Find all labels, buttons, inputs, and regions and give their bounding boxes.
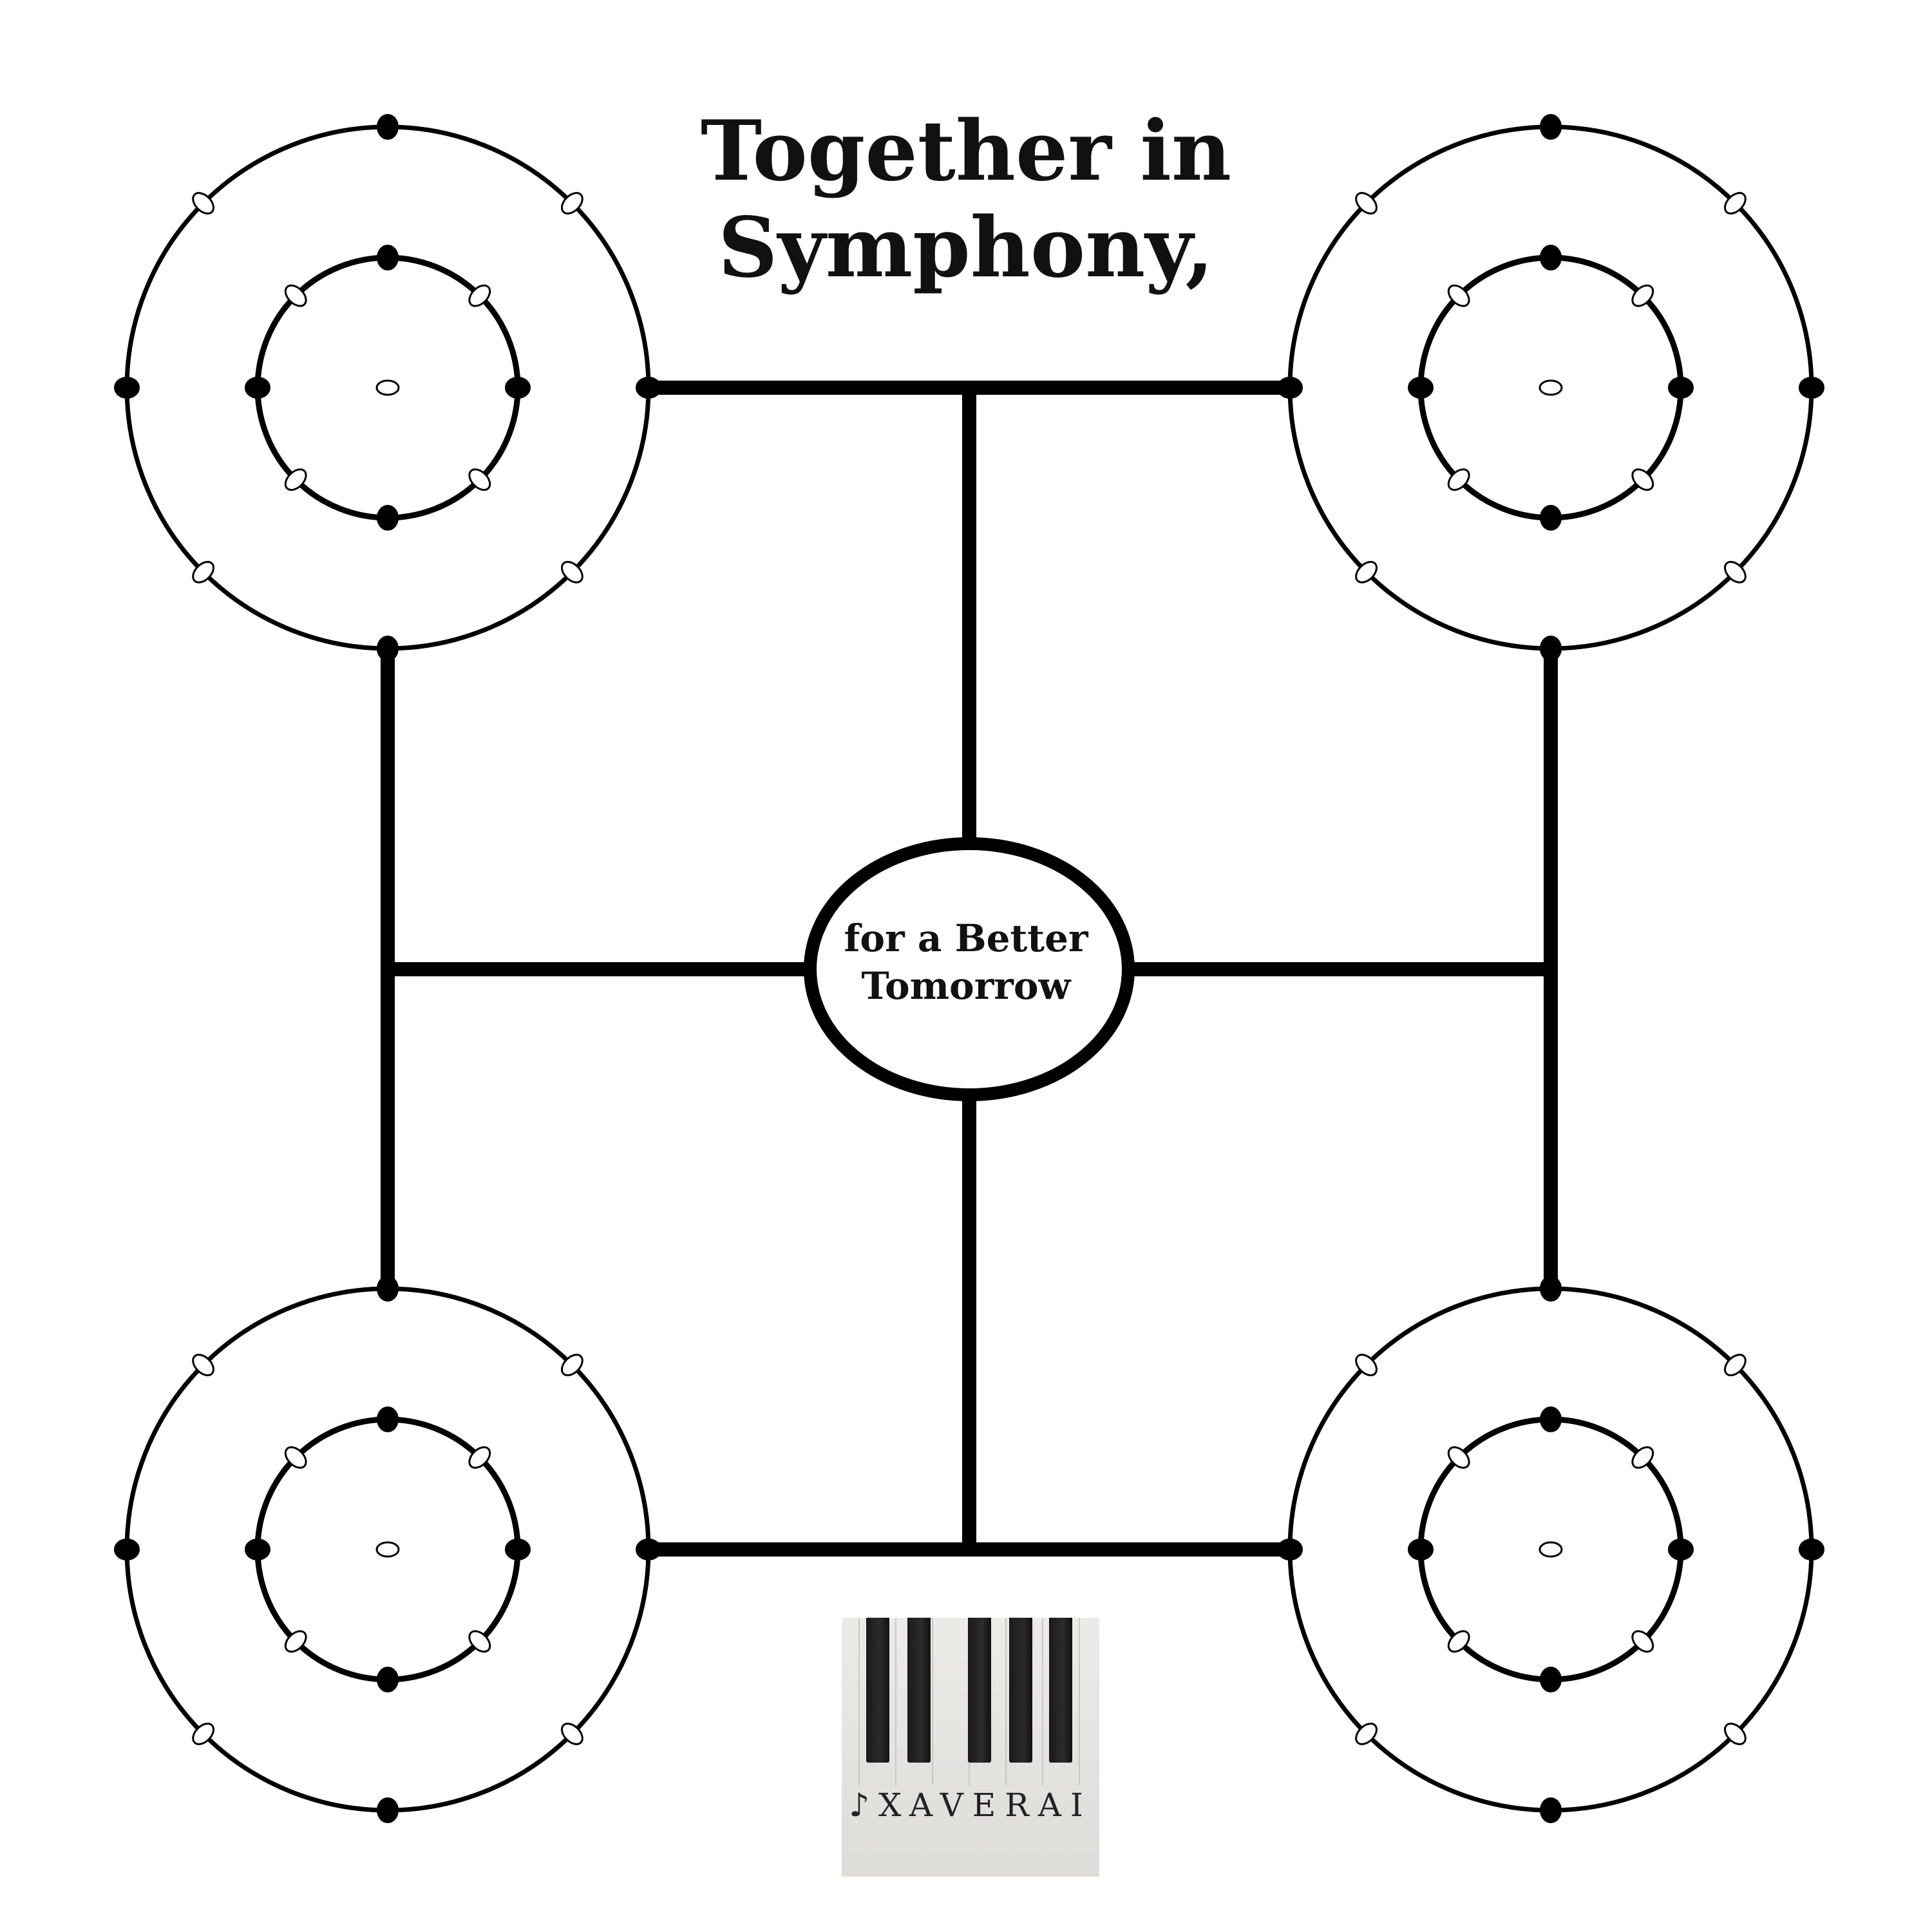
outer-ring-open-dot xyxy=(1724,1723,1747,1745)
ring-center-dot xyxy=(1539,1541,1563,1558)
inner-ring-filled-dot xyxy=(377,245,399,270)
inner-ring-filled-dot xyxy=(245,1539,270,1560)
inner-ring-open-dot xyxy=(468,1446,491,1469)
outer-ring-filled-dot xyxy=(636,1539,661,1560)
outer-ring-filled-dot xyxy=(1540,1276,1562,1302)
outer-ring-open-dot xyxy=(1355,1354,1378,1376)
piano-black-key xyxy=(1009,1618,1032,1763)
inner-ring-open-dot xyxy=(468,284,491,307)
outer-ring-open-dot xyxy=(1724,1354,1747,1376)
outer-ring-open-dot xyxy=(1724,561,1747,583)
inner-ring-filled-dot xyxy=(505,377,531,399)
piano-white-key xyxy=(989,1618,1007,1785)
inner-ring-open-dot xyxy=(1447,1630,1470,1653)
inner-ring-open-dot xyxy=(284,1446,307,1469)
outer-ring-filled-dot xyxy=(377,1276,399,1302)
inner-ring-open-dot xyxy=(468,1630,491,1653)
inner-ring-open-dot xyxy=(1631,284,1654,307)
piano-white-key xyxy=(1025,1618,1043,1785)
outer-ring-filled-dot xyxy=(1799,1539,1824,1560)
outer-ring-open-dot xyxy=(1724,192,1747,214)
ring-nodes xyxy=(114,114,1824,1823)
outer-ring-filled-dot xyxy=(114,377,140,399)
piano-white-key xyxy=(952,1618,970,1785)
piano-black-key xyxy=(907,1618,931,1763)
outer-ring-open-dot xyxy=(1355,192,1378,214)
inner-ring-open-dot xyxy=(1447,1446,1470,1469)
ring-center-dot xyxy=(375,379,400,396)
inner-ring-open-dot xyxy=(1631,1630,1654,1653)
inner-ring-open-dot xyxy=(1631,1446,1654,1469)
inner-ring-open-dot xyxy=(468,468,491,491)
inner-ring-open-dot xyxy=(1447,284,1470,307)
inner-ring-filled-dot xyxy=(1540,505,1562,531)
inner-ring-filled-dot xyxy=(1408,377,1434,399)
outer-ring-filled-dot xyxy=(1540,1797,1562,1823)
inner-ring-filled-dot xyxy=(1540,1667,1562,1692)
xaverai-logo: ♪XAVERAI xyxy=(842,1618,1099,1877)
outer-ring-filled-dot xyxy=(1799,377,1824,399)
outer-ring-open-dot xyxy=(1355,561,1378,583)
inner-ring-open-dot xyxy=(1447,468,1470,491)
center-label-line-1: for a Better xyxy=(844,916,1088,960)
outer-ring-open-dot xyxy=(192,1723,214,1745)
inner-ring-filled-dot xyxy=(505,1539,531,1560)
outer-ring-filled-dot xyxy=(114,1539,140,1560)
inner-ring-open-dot xyxy=(284,284,307,307)
outer-ring-open-dot xyxy=(561,1723,583,1745)
piano-white-key xyxy=(842,1618,860,1785)
inner-ring-filled-dot xyxy=(1540,245,1562,270)
piano-black-key xyxy=(1049,1618,1072,1763)
inner-ring-filled-dot xyxy=(245,377,270,399)
center-label-line-2: Tomorrow xyxy=(861,964,1071,1008)
center-hub xyxy=(804,837,1135,1101)
outer-ring-open-dot xyxy=(561,1354,583,1376)
outer-ring-filled-dot xyxy=(636,377,661,399)
piano-white-key xyxy=(915,1618,933,1785)
inner-ring-filled-dot xyxy=(1540,1406,1562,1432)
outer-ring-open-dot xyxy=(192,1354,214,1376)
ring-center-dot xyxy=(375,1541,400,1558)
outer-ring-open-dot xyxy=(192,561,214,583)
piano-black-key xyxy=(866,1618,889,1763)
inner-ring-open-dot xyxy=(284,468,307,491)
piano-white-key xyxy=(1062,1618,1080,1785)
inner-ring-filled-dot xyxy=(1668,1539,1694,1560)
outer-ring-filled-dot xyxy=(377,1797,399,1823)
connector-lines xyxy=(381,381,1558,1557)
outer-ring-open-dot xyxy=(1355,1723,1378,1745)
outer-ring-filled-dot xyxy=(377,636,399,661)
inner-ring-filled-dot xyxy=(377,1667,399,1692)
outer-ring-open-dot xyxy=(192,192,214,214)
outer-ring-filled-dot xyxy=(1540,114,1562,140)
outer-ring-filled-dot xyxy=(377,114,399,140)
title-line-2: Symphony, xyxy=(718,200,1214,296)
piano-black-key xyxy=(968,1618,991,1763)
inner-ring-open-dot xyxy=(1631,468,1654,491)
piano-white-key xyxy=(878,1618,896,1785)
inner-ring-filled-dot xyxy=(1668,377,1694,399)
inner-ring-filled-dot xyxy=(1408,1539,1434,1560)
outer-ring-filled-dot xyxy=(1277,1539,1303,1560)
brand-wordmark: ♪XAVERAI xyxy=(849,1786,1092,1824)
ring-center-dot xyxy=(1539,379,1563,396)
diagram-title: Together in Symphony, xyxy=(612,103,1320,296)
center-hub-label: for a Better Tomorrow xyxy=(818,914,1114,1010)
inner-ring-open-dot xyxy=(284,1630,307,1653)
outer-ring-filled-dot xyxy=(1540,636,1562,661)
inner-ring-filled-dot xyxy=(377,1406,399,1432)
title-line-1: Together in xyxy=(700,103,1232,200)
outer-ring-open-dot xyxy=(561,192,583,214)
outer-ring-filled-dot xyxy=(1277,377,1303,399)
inner-ring-filled-dot xyxy=(377,505,399,531)
outer-ring-open-dot xyxy=(561,561,583,583)
